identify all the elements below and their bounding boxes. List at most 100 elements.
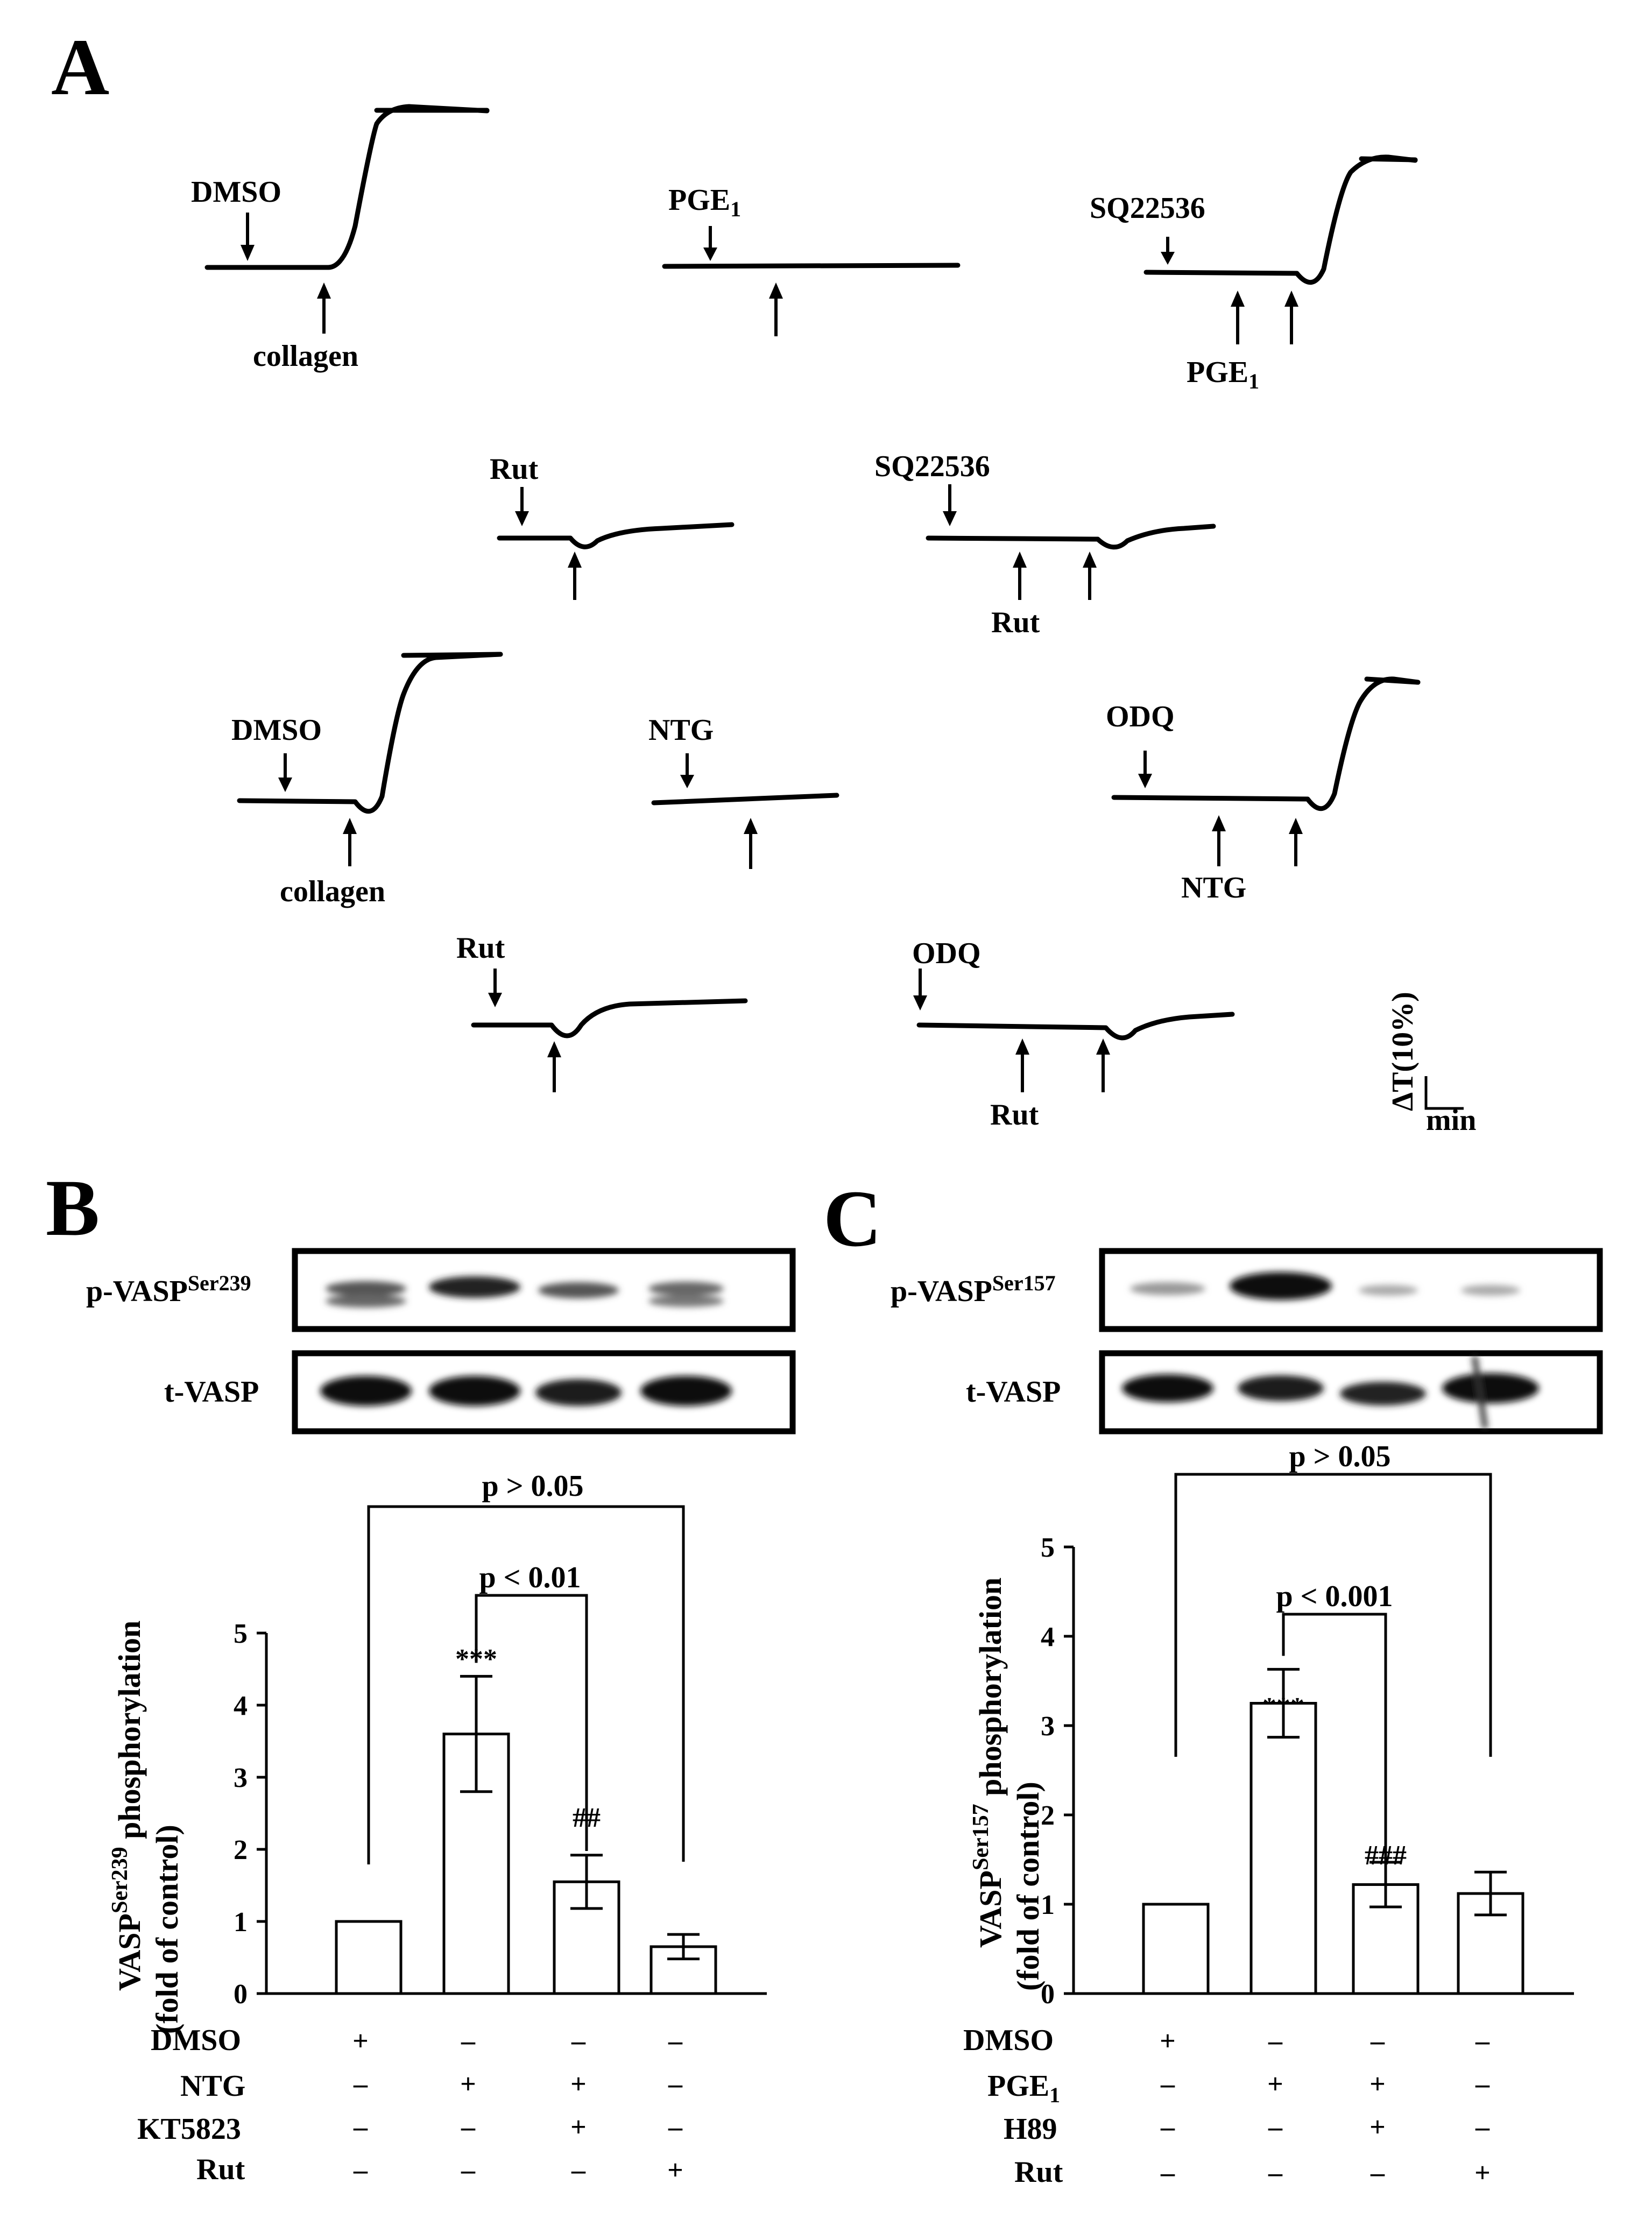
- stimulus-label: collagen: [253, 340, 358, 373]
- blot-label-p-vasp-c: p-VASPSer157: [891, 1271, 1056, 1308]
- panel-b-letter: B: [46, 1163, 100, 1253]
- treatment-sign: +: [667, 2155, 683, 2186]
- y-tick-label: 2: [1041, 1800, 1055, 1831]
- treatment-sign: –: [668, 2026, 683, 2057]
- treatment-sign: +: [1369, 2069, 1386, 2100]
- bar-DMSO: [335, 1920, 403, 1995]
- treatment-name-b: Rut: [196, 2153, 245, 2186]
- agent-label: Rut: [456, 931, 505, 965]
- treatment-sign: –: [1160, 2158, 1175, 2188]
- treatment-sign: –: [461, 2026, 476, 2057]
- y-tick-label: 4: [234, 1691, 248, 1721]
- panel-a-letter: A: [51, 23, 109, 112]
- treatment-table-c: DMSO PGE1 H89 Rut +––––++–––+––––+: [963, 2024, 1491, 2189]
- treatment-sign: –: [668, 2112, 683, 2143]
- secondary-label: Rut: [991, 606, 1040, 639]
- trace-4: Rut: [490, 453, 735, 600]
- y-tick-label: 1: [234, 1907, 248, 1938]
- treatment-sign: –: [461, 2112, 476, 2143]
- treatment-name-c: DMSO: [963, 2024, 1054, 2057]
- agent-label: NTG: [648, 713, 714, 747]
- agent-arrow-down: [241, 213, 255, 261]
- treatment-sign: –: [1475, 2026, 1490, 2057]
- trace-5: SQ22536 Rut: [874, 450, 1216, 639]
- treatment-name-c: PGE1: [987, 2069, 1060, 2107]
- treatment-sign: –: [1268, 2158, 1283, 2188]
- treatment-sign: +: [1369, 2112, 1386, 2143]
- treatment-sign: –: [1370, 2026, 1385, 2057]
- agent-label: SQ22536: [874, 450, 990, 483]
- treatment-sign: –: [1475, 2112, 1490, 2143]
- treatment-sign: +: [1474, 2158, 1491, 2188]
- treatment-name-b: KT5823: [137, 2112, 241, 2146]
- blot-b: p-VASPSer239 t-VASP: [86, 1248, 796, 1434]
- bracket-label-inner-b: p < 0.01: [479, 1561, 581, 1594]
- bracket-outer: [1174, 1473, 1492, 1757]
- treatment-sign: –: [1160, 2069, 1175, 2100]
- treatment-sign: –: [1160, 2112, 1175, 2143]
- y-tick-label: 1: [1041, 1890, 1055, 1920]
- trace-7: NTG: [648, 713, 839, 869]
- agent-label: PGE1: [668, 183, 741, 221]
- blot-p-bands-c: [1130, 1272, 1520, 1300]
- bracket-label-inner-c: p < 0.001: [1276, 1580, 1393, 1613]
- trace-1: DMSO collagen: [191, 104, 490, 373]
- treatment-sign: –: [571, 2026, 586, 2057]
- treatment-sign: +: [570, 2069, 587, 2100]
- trace-2: PGE1: [662, 183, 961, 336]
- bracket-inner: [475, 1594, 588, 1851]
- trace-3: SQ22536 PGE1: [1090, 154, 1418, 393]
- treatment-sign: +: [570, 2112, 587, 2143]
- agent-label: ODQ: [1106, 700, 1175, 733]
- blot-c: p-VASPSer157 t-VASP: [891, 1248, 1603, 1434]
- blot-t-bands-c: [1122, 1355, 1539, 1429]
- y-axis-title: VASPSer157 phosphorylation(fold of contr…: [969, 1578, 1046, 1991]
- bar-DMSO: [1142, 1903, 1210, 1995]
- secondary-label: Rut: [990, 1098, 1039, 1132]
- chart-c: p > 0.05 p < 0.001 *** ### 012345VASPSer…: [969, 1440, 1574, 2010]
- trace-9: Rut: [456, 931, 748, 1092]
- treatment-sign: +: [352, 2026, 369, 2057]
- trace-6: DMSO collagen: [231, 652, 503, 908]
- blot-label-p-vasp-b: p-VASPSer239: [86, 1271, 251, 1308]
- scale-y-label: ΔT(10%): [1386, 992, 1420, 1111]
- treatment-name-b: DMSO: [151, 2024, 241, 2057]
- blot-label-t-vasp-b: t-VASP: [164, 1375, 259, 1409]
- bracket-label-outer-c: p > 0.05: [1289, 1440, 1390, 1473]
- y-tick-label: 5: [1041, 1532, 1055, 1563]
- treatment-sign: –: [353, 2112, 368, 2143]
- trace-10: ODQ Rut: [912, 937, 1235, 1132]
- treatment-name-b: NTG: [180, 2069, 245, 2103]
- treatment-sign: +: [460, 2069, 476, 2100]
- treatment-name-c: H89: [1004, 2112, 1057, 2146]
- agent-label: Rut: [490, 453, 539, 486]
- agent-label: ODQ: [912, 937, 981, 970]
- treatment-sign: –: [353, 2069, 368, 2100]
- agent-label: DMSO: [191, 175, 281, 209]
- y-tick-label: 3: [1041, 1711, 1055, 1742]
- bar-PGE1: [1249, 1702, 1317, 1995]
- blot-label-t-vasp-c: t-VASP: [966, 1375, 1061, 1409]
- agent-label: SQ22536: [1090, 192, 1205, 225]
- treatment-table-b: DMSO NTG KT5823 Rut +––––++–––+––––+: [137, 2024, 683, 2186]
- treatment-sign: +: [1267, 2069, 1283, 2100]
- scale-bar: ΔT(10%) min: [1386, 992, 1476, 1137]
- panel-c-letter: C: [823, 1174, 881, 1263]
- blot-t-bands-b: [320, 1376, 732, 1406]
- y-tick-label: 3: [234, 1763, 248, 1793]
- treatment-sign: –: [571, 2155, 586, 2186]
- y-tick-label: 2: [234, 1835, 248, 1865]
- treatment-sign: –: [1268, 2026, 1283, 2057]
- chart-b: p > 0.05 p < 0.01 *** ## 012345VASPSer23…: [108, 1469, 767, 2034]
- y-tick-label: 0: [1041, 1979, 1055, 2010]
- treatment-sign: –: [1370, 2158, 1385, 2188]
- y-tick-label: 0: [234, 1979, 248, 2010]
- blot-p-bands-b: [326, 1276, 724, 1308]
- secondary-label: NTG: [1181, 871, 1246, 904]
- treatment-sign: –: [1268, 2112, 1283, 2143]
- bracket-label-outer-b: p > 0.05: [482, 1469, 583, 1503]
- y-tick-label: 4: [1041, 1622, 1055, 1652]
- treatment-name-c: Rut: [1014, 2156, 1063, 2189]
- treatment-sign: –: [668, 2069, 683, 2100]
